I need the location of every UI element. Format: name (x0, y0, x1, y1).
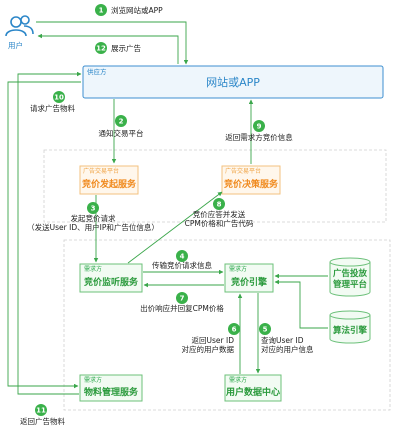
app-box[interactable] (82, 65, 384, 99)
ad-platform-database-icon (329, 257, 371, 297)
user-icon (5, 15, 34, 37)
material-title: 物料管理服务 (84, 386, 139, 398)
step-5-text-line2: 对应的用户信息 (261, 344, 314, 354)
step-2-text: 通知交易平台 (99, 128, 144, 138)
step-4-text: 传输竞价请求信息 (152, 260, 212, 270)
bid-monitor-box[interactable] (79, 263, 143, 293)
step-9-num: 9 (257, 123, 262, 131)
step-3-text-line1: 发起竞价请求 (71, 213, 116, 223)
step-badges (35, 4, 271, 416)
step-11-num: 11 (36, 407, 46, 415)
bid-monitor-tag: 需求方 (84, 265, 102, 273)
step-6-num: 6 (232, 326, 237, 334)
bid-initiate-tag: 广告交易平台 (83, 167, 119, 175)
bid-decision-box[interactable] (221, 165, 281, 195)
bid-engine-title: 竞价引擎 (230, 276, 267, 288)
app-title: 网站或APP (206, 75, 260, 89)
arrow-step-8 (127, 191, 223, 264)
bid-monitor-title: 竞价监听服务 (83, 276, 139, 288)
bid-initiate-title: 竞价发起服务 (81, 178, 137, 190)
arrow-step-10 (7, 81, 81, 389)
step-8-num: 8 (217, 201, 222, 209)
bid-decision-tag: 广告交易平台 (225, 167, 261, 175)
bid-initiate-box[interactable] (79, 165, 139, 195)
step-6-text-line1: 返回User ID (192, 336, 235, 345)
arrow-algorithm-engine (274, 279, 328, 329)
step-5-text-line1: 查询User ID (261, 335, 304, 345)
step-1-text: 浏览网站或APP (111, 5, 163, 15)
step-3-text-line2: （发送User ID、用户IP和广告位信息） (27, 222, 159, 232)
material-tag: 需求方 (84, 376, 102, 384)
step-9-text: 返回需求方竞价信息 (225, 132, 293, 142)
step-7-num: 7 (180, 295, 185, 303)
step-8-text-line1: 竞价应答并发送 (193, 209, 246, 219)
ad-platform-line2: 管理平台 (333, 279, 368, 290)
material-box[interactable] (79, 374, 143, 402)
bid-engine-tag: 需求方 (229, 265, 247, 273)
step-4-num: 4 (180, 253, 185, 261)
bid-decision-title: 竞价决策服务 (223, 178, 279, 190)
step-10-text: 请求广告物料 (30, 103, 75, 113)
user-label: 用户 (8, 40, 23, 50)
step-6-text-line2: 对应的用户数据 (182, 344, 235, 354)
step-10-num: 10 (54, 94, 64, 102)
step-8-text-line2: CPM价格和广告代码 (185, 218, 254, 228)
step-3-num: 3 (91, 205, 96, 213)
datacenter-box[interactable] (224, 374, 282, 402)
algorithm-title: 算法引擎 (333, 325, 368, 336)
step-2-num: 2 (119, 118, 124, 126)
datacenter-tag: 需求方 (229, 376, 247, 384)
step-11-text: 返回广告物料 (20, 416, 65, 426)
datacenter-title: 用户数据中心 (225, 386, 280, 398)
bid-engine-box[interactable] (224, 263, 274, 293)
step-7-text: 出价响应并回复CPM价格 (140, 303, 224, 313)
algorithm-database-icon (329, 310, 371, 344)
arrow-step-11 (17, 71, 82, 395)
step-1-num: 1 (99, 7, 104, 15)
step-12-text: 展示广告 (111, 43, 141, 53)
exchange-group-frame (43, 149, 387, 223)
ad-platform-line1: 广告投放 (333, 268, 368, 279)
step-5-num: 5 (263, 326, 268, 334)
arrow-step-1 (36, 21, 189, 65)
arrow-step-12 (37, 33, 179, 64)
step-12-num: 12 (96, 45, 106, 53)
demand-group-frame (63, 239, 391, 411)
app-tag: 供应方 (87, 67, 107, 76)
